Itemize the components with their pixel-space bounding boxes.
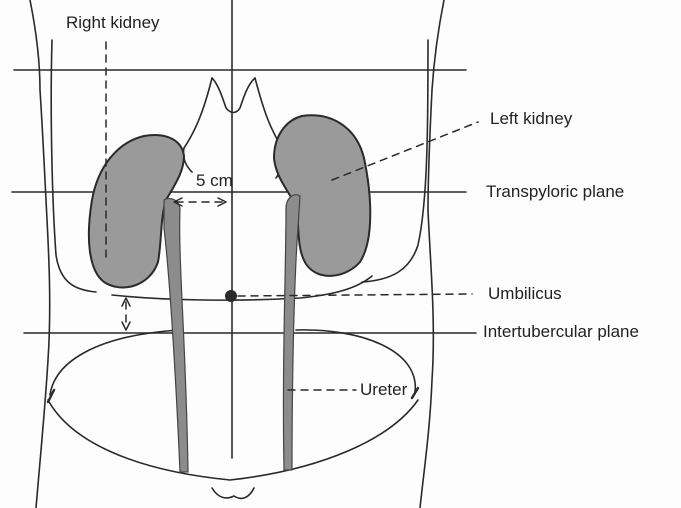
left-kidney-label: Left kidney (490, 110, 572, 127)
body-outline-right (420, 0, 444, 508)
rib-margin-left (51, 40, 96, 292)
umbilicus-leader (238, 294, 472, 296)
distance-label: 5 cm (196, 172, 233, 189)
right-ureter (164, 198, 188, 472)
sternum-outline (183, 78, 283, 178)
transpyloric-plane-label: Transpyloric plane (486, 183, 624, 200)
body-outline-left (30, 0, 50, 508)
rib-margin-right (362, 40, 428, 282)
gap-arrow-down (122, 322, 130, 330)
ureter-label: Ureter (360, 381, 407, 398)
xiphoid-notch (212, 78, 255, 113)
iliac-crest-curve (48, 400, 418, 480)
umbilicus-dot (225, 290, 237, 302)
intertubercular-plane-label: Intertubercular plane (483, 323, 639, 340)
pubic-region (212, 488, 254, 498)
right-kidney-label: Right kidney (66, 14, 160, 31)
umbilicus-label: Umbilicus (488, 285, 562, 302)
